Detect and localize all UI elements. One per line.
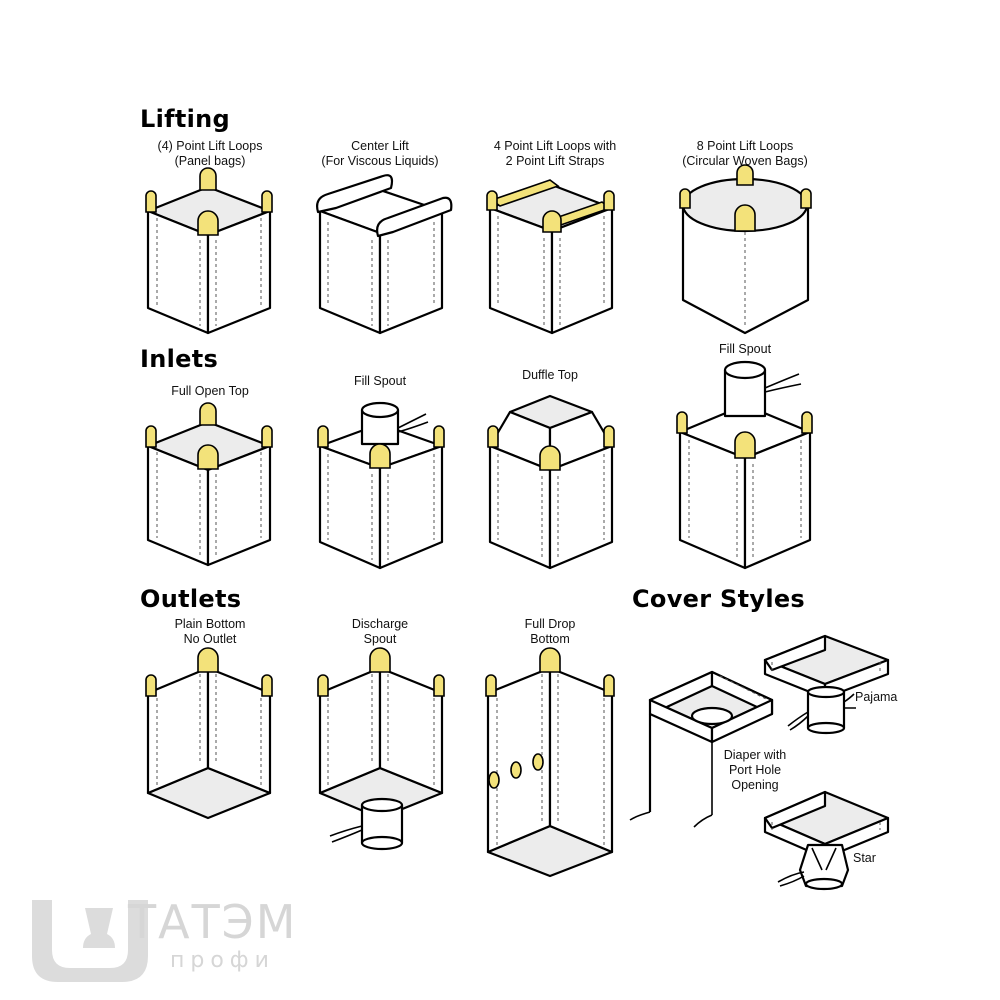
bag-discharge-spout xyxy=(317,647,445,851)
caption-diaper: Diaper with Port Hole Opening xyxy=(723,748,787,792)
bag-plain-bottom xyxy=(145,647,273,820)
caption-fill-spout: Fill Spout xyxy=(353,374,407,388)
cover-pajama xyxy=(763,634,890,735)
bag-fill-spout-large xyxy=(676,360,813,570)
caption-center-lift: Center Lift (For Viscous Liquids) xyxy=(321,139,439,168)
caption-fill-spout-2: Fill Spout xyxy=(718,342,772,356)
caption-plain-bottom: Plain Bottom No Outlet xyxy=(174,617,246,646)
caption-pajama: Pajama xyxy=(855,690,898,704)
caption-star: Star xyxy=(853,851,876,865)
cover-star xyxy=(763,790,890,891)
heading-inlets: Inlets xyxy=(140,345,219,373)
heading-cover-styles: Cover Styles xyxy=(632,585,806,613)
heading-outlets: Outlets xyxy=(140,585,242,613)
bag-center-lift xyxy=(316,174,453,335)
bag-four-point-straps xyxy=(486,179,615,335)
watermark-sub: профи xyxy=(170,948,275,973)
heading-lifting: Lifting xyxy=(140,105,231,133)
caption-duffle-top: Duffle Top xyxy=(522,368,578,382)
caption-four-point-lift: (4) Point Lift Loops (Panel bags) xyxy=(157,139,263,168)
bag-full-open-top xyxy=(145,402,273,567)
caption-eight-point: 8 Point Lift Loops (Circular Woven Bags) xyxy=(682,139,808,168)
bag-four-point-lift xyxy=(145,167,273,335)
caption-full-open-top: Full Open Top xyxy=(171,384,249,398)
caption-full-drop-bottom: Full Drop Bottom xyxy=(524,617,576,646)
bag-duffle-top xyxy=(487,394,615,570)
caption-discharge-spout: Discharge Spout xyxy=(351,617,409,646)
bag-full-drop-bottom xyxy=(485,647,615,878)
cover-diaper xyxy=(629,670,774,828)
caption-four-point-straps: 4 Point Lift Loops with 2 Point Lift Str… xyxy=(493,139,617,168)
bag-eight-point xyxy=(679,164,812,335)
watermark-brand: ТАТЭМ xyxy=(128,895,298,949)
bag-fill-spout xyxy=(317,401,445,570)
